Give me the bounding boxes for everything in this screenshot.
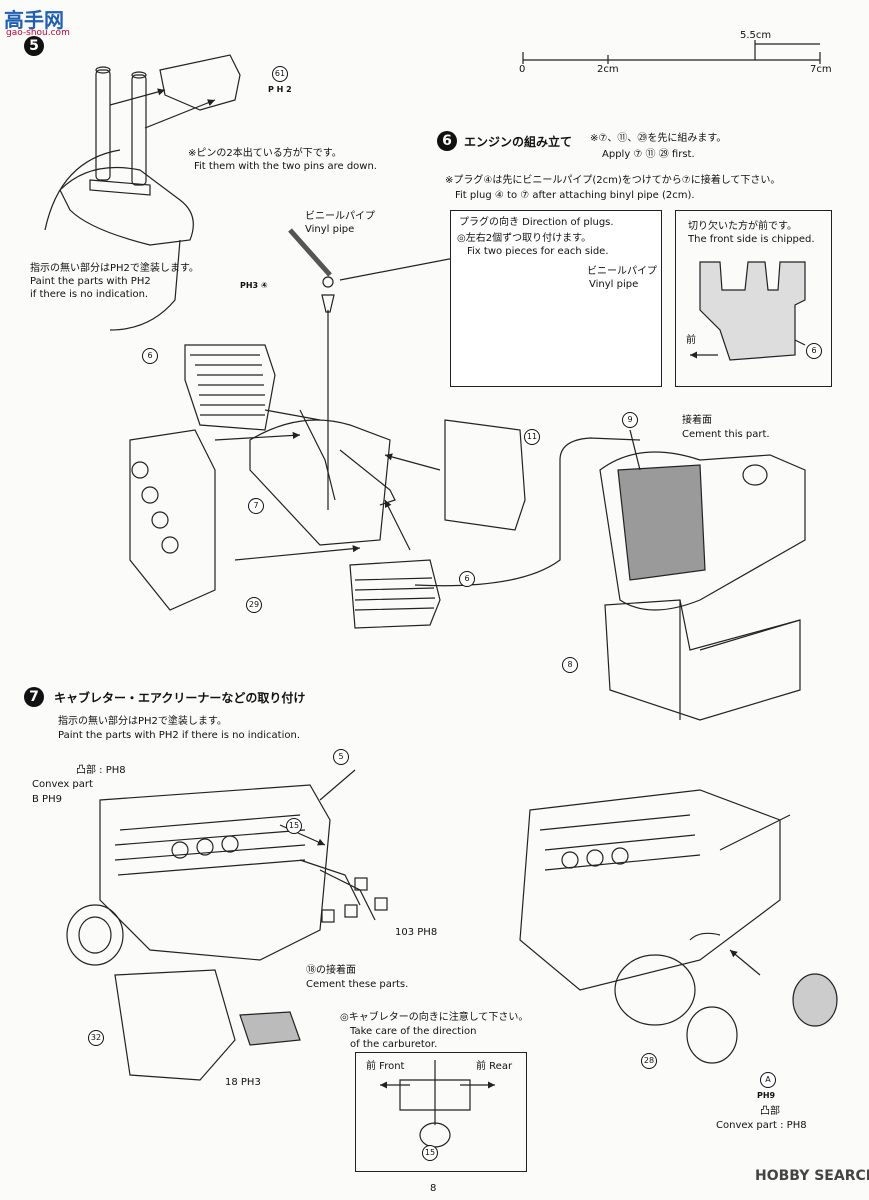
chipped-box-jp: 切り欠いた方が前です。 xyxy=(688,221,797,232)
scale-label-2: 2cm xyxy=(597,64,619,75)
part-6b: 6 xyxy=(459,571,475,587)
cement-en: Cement this part. xyxy=(682,429,770,440)
step7-paint-en: Paint the parts with PH2 if there is no … xyxy=(58,730,301,741)
convex2-en: Convex part : PH8 xyxy=(716,1120,807,1131)
step6-paint-jp: 指示の無い部分はPH2で塗装します。 xyxy=(30,263,199,274)
page-number: 8 xyxy=(430,1183,437,1194)
part-7: 7 xyxy=(248,498,264,514)
step6-plug-jp: ※プラグ④は先にビニールパイプ(2cm)をつけてから⑦に接着して下さい。 xyxy=(445,175,781,186)
site-logo: 高手网 xyxy=(4,8,64,32)
part-9: 9 xyxy=(622,412,638,428)
carb-note-en2: of the carburetor. xyxy=(350,1039,438,1050)
convex2-jp: 凸部 xyxy=(760,1106,780,1117)
step6-pre-jp: ※⑦、⑪、㉙を先に組みます。 xyxy=(590,133,727,144)
step6-paint-en1: Paint the parts with PH2 xyxy=(30,276,151,287)
part-8: 8 xyxy=(562,657,578,673)
carb-rear-label: 前 Rear xyxy=(476,1061,513,1072)
part-15: 15 xyxy=(286,818,302,834)
chipped-box-part6: 6 xyxy=(806,343,822,359)
step6-ph3-4: PH3 ④ xyxy=(240,281,268,290)
carb-note-en1: Take care of the direction xyxy=(350,1026,477,1037)
watermark-hobby-search: HOBBY SEARCH xyxy=(755,1168,869,1184)
step7-convex-en: Convex part xyxy=(32,779,93,790)
scale-label-0: 0 xyxy=(519,64,526,75)
part-5: 5 xyxy=(333,749,349,765)
step6-number: 6 xyxy=(437,131,457,151)
plug-box-vinyl-jp: ビニールパイプ xyxy=(587,266,657,277)
chipped-box-front: 前 xyxy=(686,335,696,346)
part18-cement-en: Cement these parts. xyxy=(306,979,409,990)
carb-front-label: 前 Front xyxy=(366,1061,405,1072)
vinyl-pipe-en: Vinyl pipe xyxy=(305,224,355,235)
step7-paint-jp: 指示の無い部分はPH2で塗装します。 xyxy=(58,716,227,727)
step5-note-jp: ※ピンの2本出ている方が下です。 xyxy=(188,148,342,159)
crankcase-drawing xyxy=(599,429,806,721)
carburetor-assembly-drawing xyxy=(66,769,388,1081)
step6-paint-en2: if there is no indication. xyxy=(30,289,149,300)
step5-number: 5 xyxy=(24,36,44,56)
front-fork-drawing xyxy=(44,54,241,331)
part-28: 28 xyxy=(641,1053,657,1069)
step7-convex-jp: 凸部 : PH8 xyxy=(76,765,126,776)
chipped-side-box: 切り欠いた方が前です。 The front side is chipped. 前… xyxy=(675,210,832,387)
part-32: 32 xyxy=(88,1030,104,1046)
part-103-ph8: 103 PH8 xyxy=(395,927,438,938)
step6-plug-en: Fit plug ④ to ⑦ after attaching binyl pi… xyxy=(455,190,695,201)
site-logo-url: gao-shou.com xyxy=(6,28,70,38)
part-18-ph3: 18 PH3 xyxy=(225,1077,261,1088)
part-6a: 6 xyxy=(142,348,158,364)
plug-box-title: プラグの向き Direction of plugs. xyxy=(459,217,614,228)
part-a: A xyxy=(760,1072,776,1088)
carb-direction-box: 前 Front 前 Rear 15 xyxy=(355,1052,527,1172)
plug-box-vinyl-en: Vinyl pipe xyxy=(589,279,639,290)
vinyl-pipe-jp: ビニールパイプ xyxy=(305,211,375,222)
step6-pre-en: Apply ⑦ ⑪ ㉙ first. xyxy=(602,149,695,160)
plug-box-en: Fix two pieces for each side. xyxy=(467,246,609,257)
step5-ph2: P H 2 xyxy=(268,85,292,94)
complete-engine-drawing xyxy=(519,789,838,1064)
plug-box-jp: ◎左右2個ずつ取り付けます。 xyxy=(457,233,592,244)
step7-b-ph9: B PH9 xyxy=(32,794,62,805)
step5-note-en: Fit them with the two pins are down. xyxy=(194,161,377,172)
part-a-ph9: PH9 xyxy=(757,1091,776,1100)
plug-direction-box: プラグの向き Direction of plugs. ◎左右2個ずつ取り付けます… xyxy=(450,210,662,387)
part-11: 11 xyxy=(524,429,540,445)
scale-ruler xyxy=(522,40,821,64)
part-29: 29 xyxy=(246,597,262,613)
chipped-plug-drawing xyxy=(690,261,806,361)
scale-label-top: 5.5cm xyxy=(740,30,772,41)
step5-part61: 61 xyxy=(272,66,288,82)
step7-title: キャブレター・エアクリーナーなどの取り付け xyxy=(54,691,306,705)
chipped-box-en: The front side is chipped. xyxy=(688,234,815,245)
step7-number: 7 xyxy=(24,687,44,707)
carb-note-jp: ◎キャブレターの向きに注意して下さい。 xyxy=(340,1012,529,1023)
carb-part15: 15 xyxy=(422,1145,438,1161)
part18-cement-jp: ⑱の接着面 xyxy=(306,965,356,976)
scale-label-7: 7cm xyxy=(810,64,832,75)
cement-jp: 接着面 xyxy=(682,415,712,426)
step6-title: エンジンの組み立て xyxy=(464,135,573,149)
